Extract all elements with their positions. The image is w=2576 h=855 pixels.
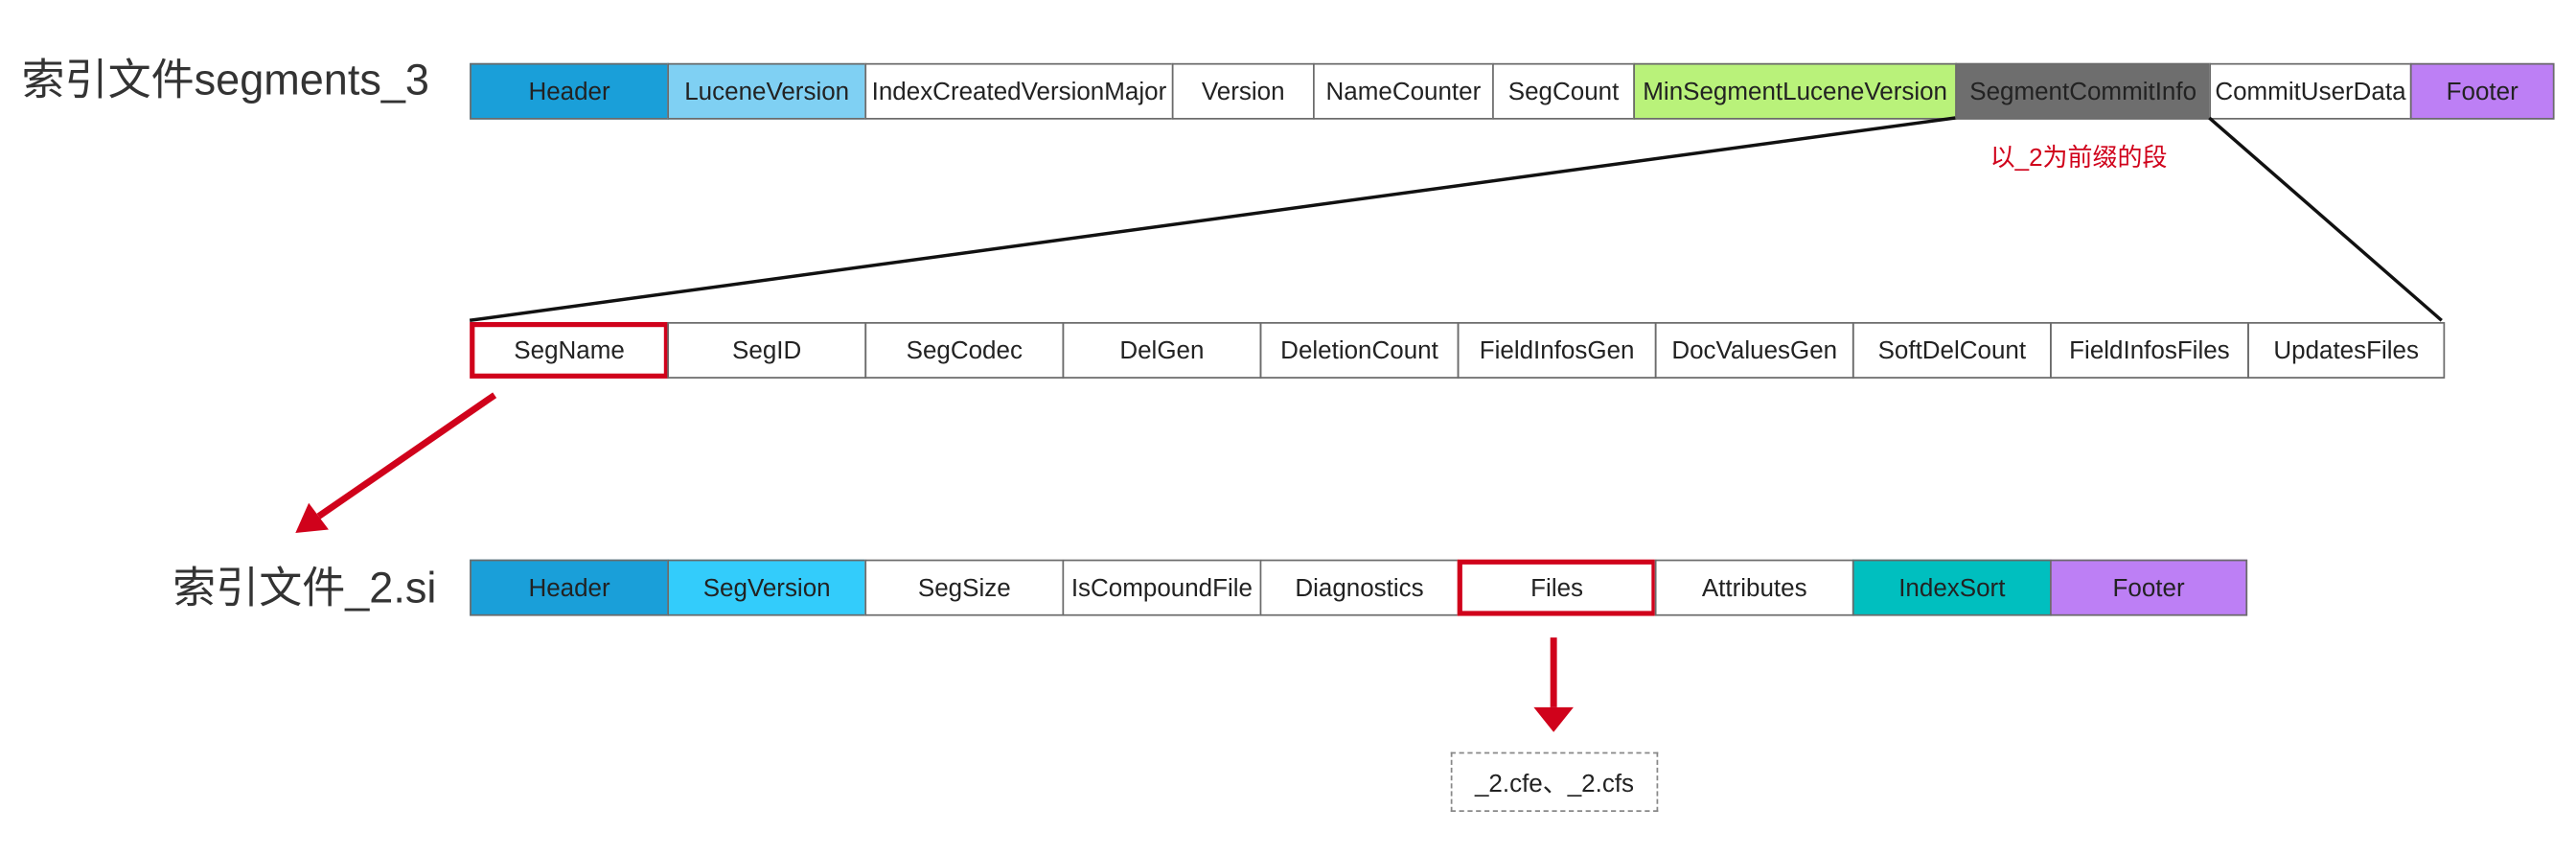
commit-info-field-segcodec: SegCodec xyxy=(864,322,1065,379)
segments-field-commituserdata: CommitUserData xyxy=(2209,62,2412,120)
segments-field-version: Version xyxy=(1171,62,1315,120)
segments-field-segcount: SegCount xyxy=(1492,62,1636,120)
commit-info-field-fieldinfosgen: FieldInfosGen xyxy=(1457,322,1657,379)
segments-field-header: Header xyxy=(470,62,669,120)
commit-info-field-segname: SegName xyxy=(470,322,669,379)
commit-info-field-updatesfiles: UpdatesFiles xyxy=(2247,322,2446,379)
commit-info-field-deletioncount: DeletionCount xyxy=(1259,322,1460,379)
commit-info-field-fieldinfosfiles: FieldInfosFiles xyxy=(2050,322,2249,379)
si-field-attributes: Attributes xyxy=(1654,559,1854,616)
si-field-segsize: SegSize xyxy=(864,559,1065,616)
segname-arrow-head xyxy=(295,502,329,533)
si-field-footer: Footer xyxy=(2050,559,2248,616)
si-field-segversion: SegVersion xyxy=(667,559,867,616)
commit-info-field-delgen: DelGen xyxy=(1062,322,1262,379)
segments-field-segmentcommitinfo: SegmentCommitInfo xyxy=(1955,62,2212,120)
files-arrow-head xyxy=(1533,706,1574,732)
si-field-iscompoundfile: IsCompoundFile xyxy=(1062,559,1262,616)
segments-file-label: 索引文件segments_3 xyxy=(21,55,429,105)
commit-info-field-docvaluesgen: DocValuesGen xyxy=(1654,322,1854,379)
segments-field-footer: Footer xyxy=(2409,62,2555,120)
si-field-files: Files xyxy=(1457,559,1657,616)
segment-prefix-note: 以_2为前缀的段 xyxy=(1990,144,2168,173)
si-field-diagnostics: Diagnostics xyxy=(1259,559,1460,616)
si-file-label: 索引文件_2.si xyxy=(172,563,437,613)
zoom-line-right xyxy=(2208,116,2443,322)
zoom-line-left xyxy=(469,116,1956,322)
segments-field-indexcreatedversionmajor: IndexCreatedVersionMajor xyxy=(864,62,1174,120)
files-result-box: _2.cfe、_2.cfs xyxy=(1450,751,1659,812)
si-field-indexsort: IndexSort xyxy=(1852,559,2052,616)
segments-field-namecounter: NameCounter xyxy=(1313,62,1494,120)
commit-info-field-softdelcount: SoftDelCount xyxy=(1852,322,2052,379)
segname-arrow xyxy=(316,392,497,520)
